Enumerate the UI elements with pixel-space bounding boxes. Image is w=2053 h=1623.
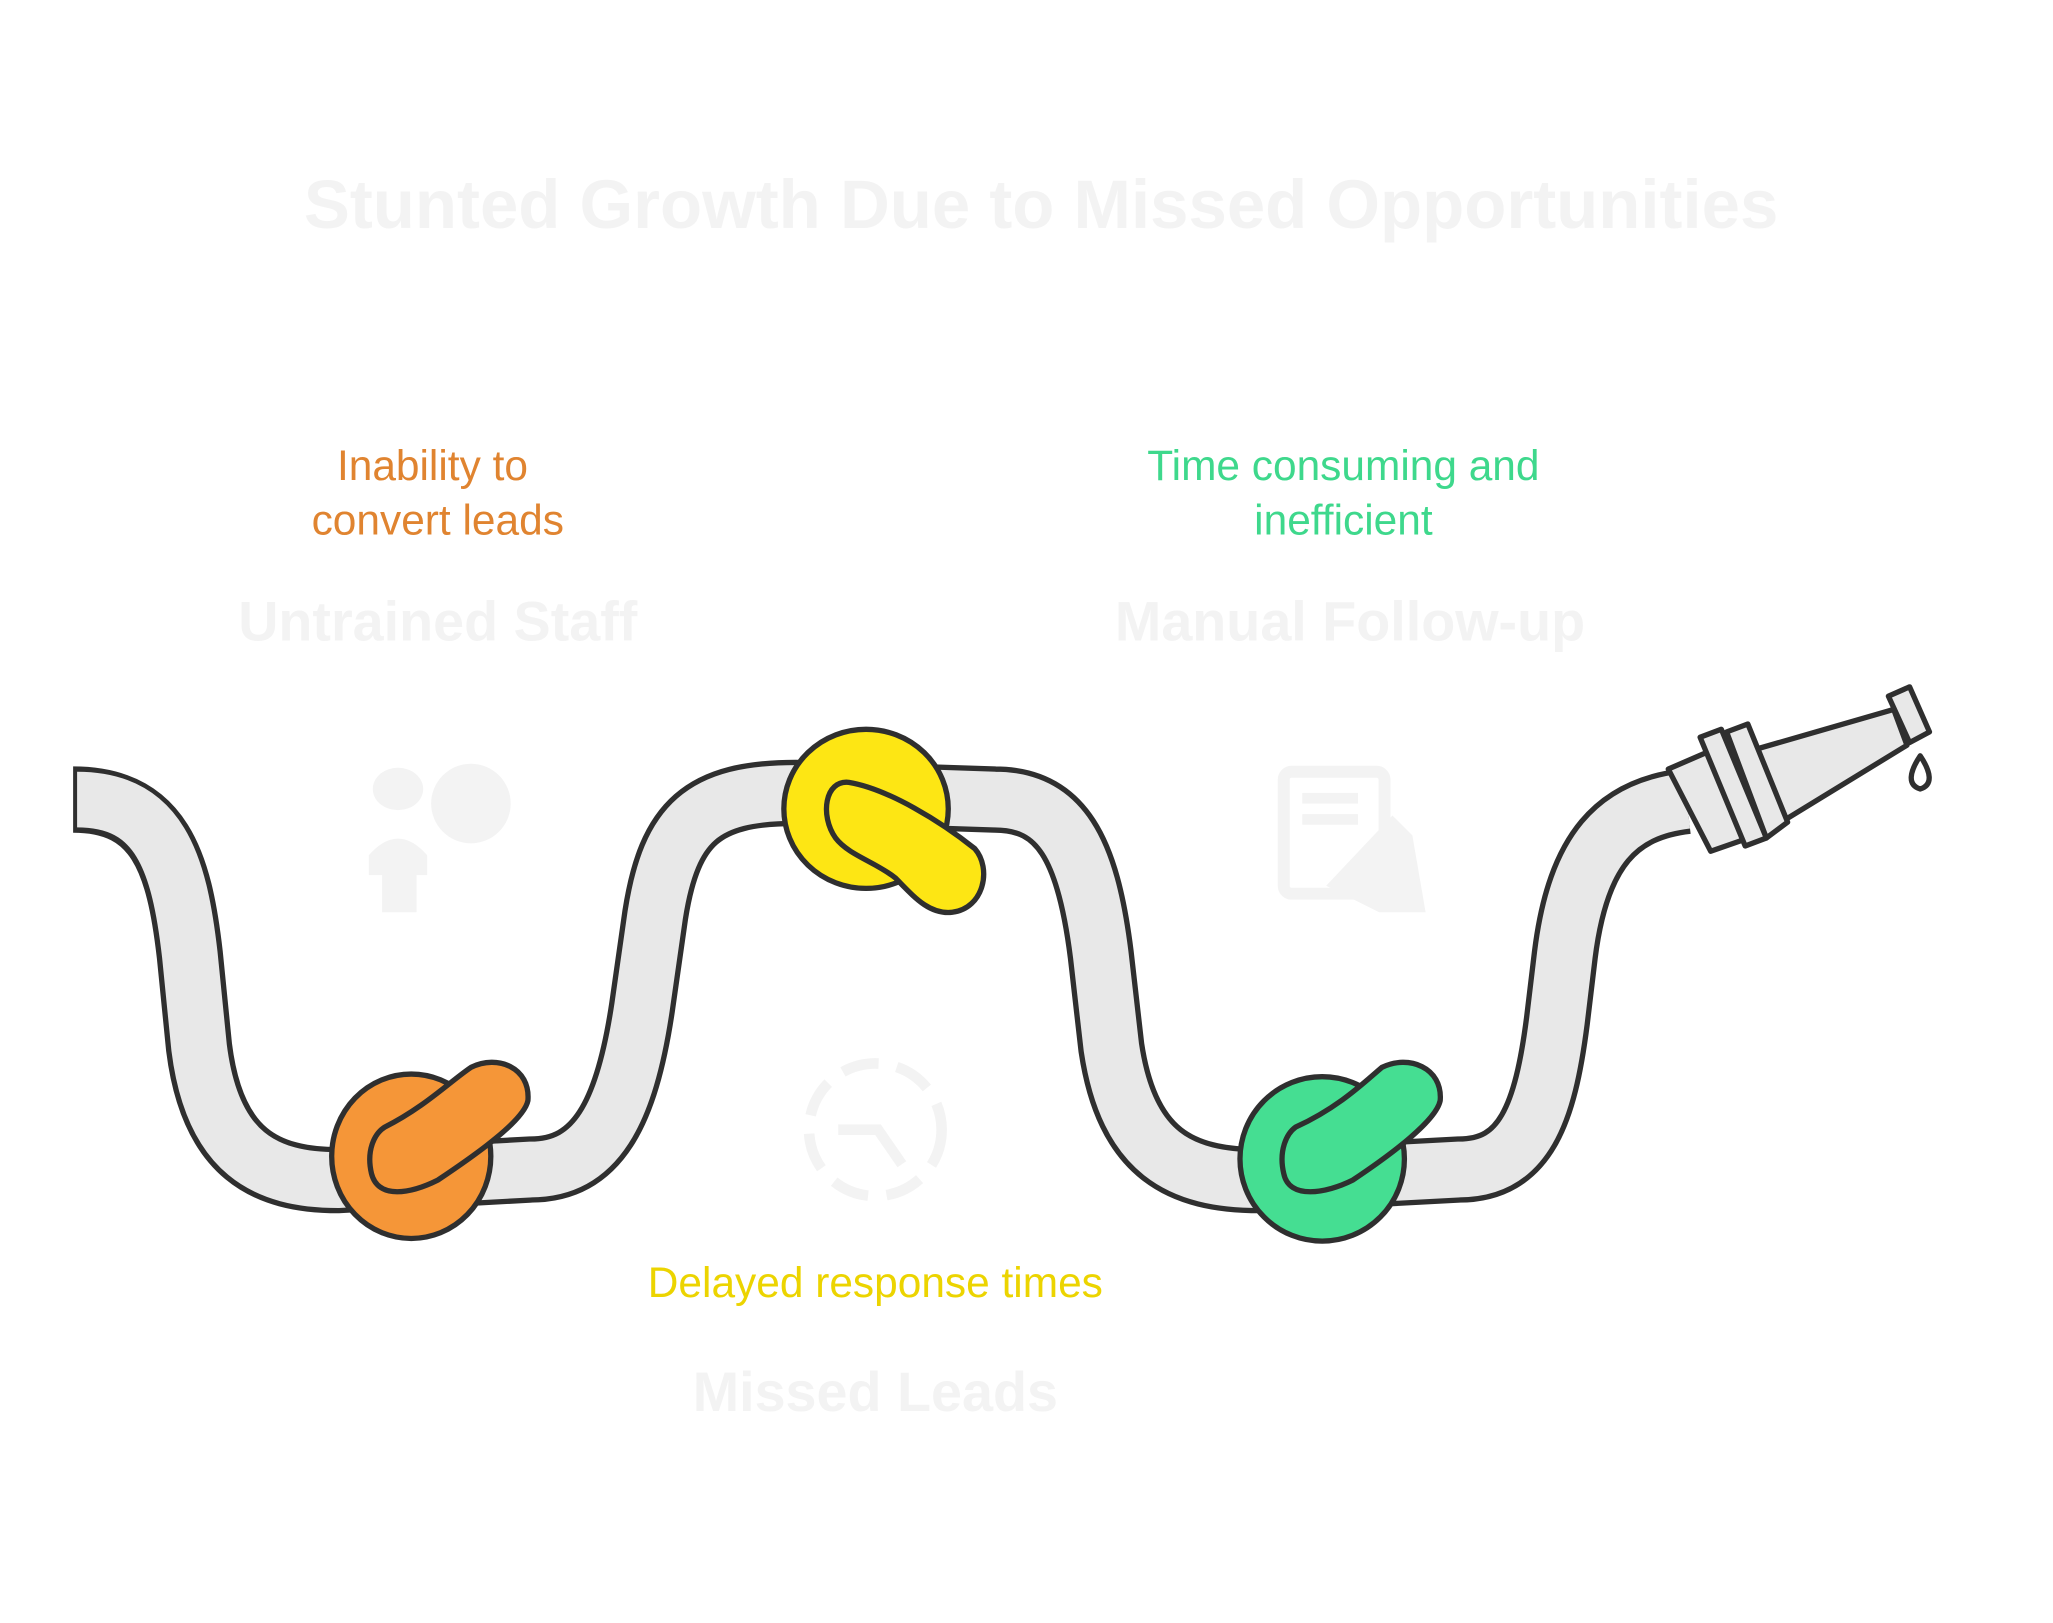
knot-orange bbox=[329, 1059, 531, 1242]
form-writing-icon bbox=[1277, 765, 1426, 913]
manual-followup-desc-line2: inefficient bbox=[1254, 496, 1433, 543]
untrained-staff-desc-line1: Inability to bbox=[337, 442, 528, 489]
untrained-staff-heading: Untrained Staff bbox=[238, 590, 638, 652]
person-question-icon bbox=[368, 763, 511, 913]
diagram-title: Stunted Growth Due to Missed Opportuniti… bbox=[304, 166, 1778, 243]
manual-followup-desc-line1: Time consuming and bbox=[1147, 442, 1539, 489]
untrained-staff-desc-line2: convert leads bbox=[312, 496, 564, 543]
missed-leads-heading: Missed Leads bbox=[693, 1361, 1058, 1423]
knot-yellow bbox=[781, 726, 987, 916]
dashed-clock-icon bbox=[803, 1058, 947, 1202]
knot-green bbox=[1237, 1059, 1443, 1244]
missed-leads-desc: Delayed response times bbox=[648, 1259, 1103, 1306]
nozzle-icon bbox=[1665, 684, 1933, 854]
manual-followup-heading: Manual Follow-up bbox=[1115, 590, 1585, 652]
